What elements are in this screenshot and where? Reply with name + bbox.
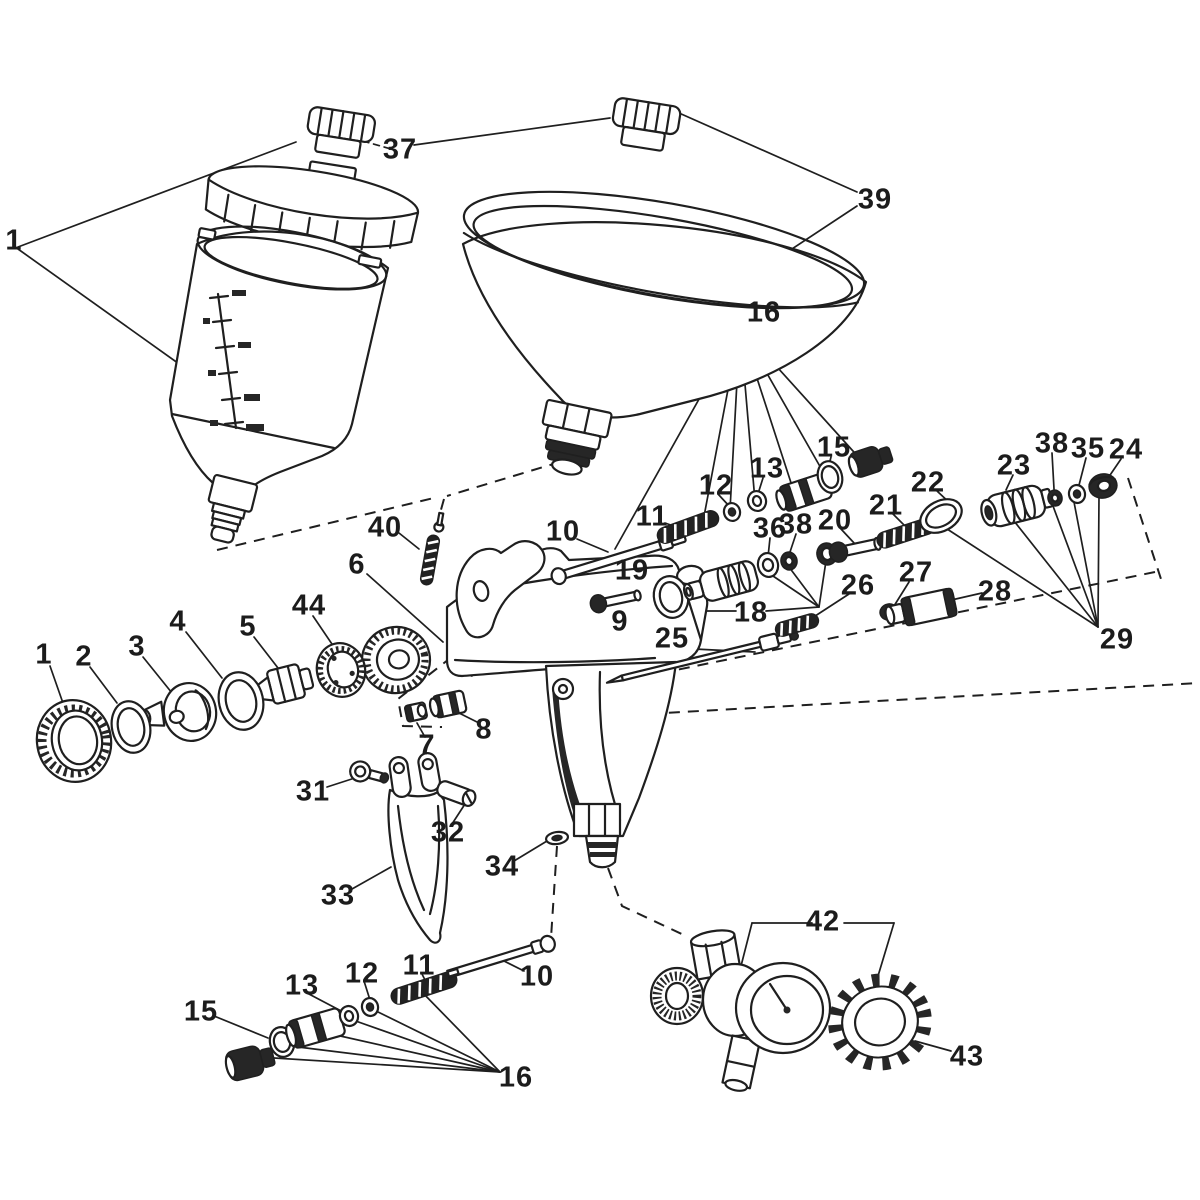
part-19-o-ring	[652, 575, 690, 619]
part-20-pin	[828, 536, 882, 563]
large-cup-assembly	[461, 97, 868, 476]
part-38-washer-mid	[780, 551, 798, 571]
top-packing-cluster	[550, 445, 894, 586]
part-43-gear-ring	[828, 973, 932, 1071]
part-24-cap	[1088, 473, 1118, 499]
dashed-assembly-lines	[216, 461, 1200, 939]
small-cup-body	[168, 225, 390, 544]
part-cap-dark-bottom	[224, 1045, 276, 1082]
part-12-washer	[722, 501, 742, 523]
part-cap-dark	[847, 445, 894, 478]
cup-measuring-scale	[203, 290, 264, 431]
large-cup-body	[461, 190, 868, 476]
front-end-parts	[35, 642, 367, 783]
part-40-spring	[419, 511, 445, 586]
regulator-assembly	[649, 929, 932, 1092]
gun-front-boss	[360, 625, 432, 695]
part-32-pin	[436, 780, 477, 808]
part-11-spring	[656, 510, 720, 544]
part-8-fitting	[428, 689, 468, 719]
part-38-washer-right	[1047, 489, 1063, 507]
part-11-spring-bottom	[390, 971, 458, 1005]
part-13-washer-bottom	[338, 1004, 360, 1028]
bottom-packing-cluster	[224, 934, 556, 1082]
mid-row-parts	[589, 473, 1118, 619]
part-34-washer	[544, 830, 570, 846]
part-33-trigger	[387, 752, 449, 944]
part-18-nozzle-seat	[682, 560, 760, 602]
gun-top-lever	[455, 540, 546, 639]
cup-cap-37-left	[306, 106, 376, 159]
part-14-fitting	[775, 472, 833, 512]
gun-body-6	[360, 540, 709, 869]
part-14-fitting-bottom	[285, 1007, 346, 1049]
gun-grip	[544, 660, 678, 869]
part-31-screw	[349, 760, 390, 784]
part-23-air-valve	[980, 484, 1054, 528]
part-13-washer	[746, 489, 768, 513]
part-3-air-cap	[140, 682, 218, 742]
part-9-screw	[589, 589, 642, 614]
part-15-o-ring	[816, 460, 844, 494]
part-7-nut	[404, 701, 428, 723]
part-26-spring	[774, 613, 820, 637]
part-12-washer-bottom	[360, 996, 380, 1018]
trigger-area-parts	[349, 689, 570, 944]
small-cup-spout	[207, 473, 259, 544]
part-22-o-ring	[919, 498, 963, 534]
small-cup-assembly	[168, 106, 420, 544]
part-10-rod-bottom	[446, 934, 556, 979]
needle-group	[605, 587, 958, 684]
part-35-washer	[1067, 483, 1087, 505]
cup-cap-37-right	[611, 97, 682, 152]
part-1-retaining-ring	[35, 699, 113, 783]
part-2-o-ring	[110, 700, 152, 754]
regulator-knob	[649, 966, 705, 1026]
part-28-fitting	[884, 587, 958, 627]
part-42-regulator	[649, 929, 832, 1092]
pressure-gauge	[734, 961, 832, 1055]
part-4-o-ring	[217, 671, 265, 731]
part-36-washer	[756, 551, 780, 579]
large-cup-spout	[541, 398, 613, 476]
part-44-baffle	[315, 642, 367, 698]
regulator-stem	[721, 1034, 761, 1092]
